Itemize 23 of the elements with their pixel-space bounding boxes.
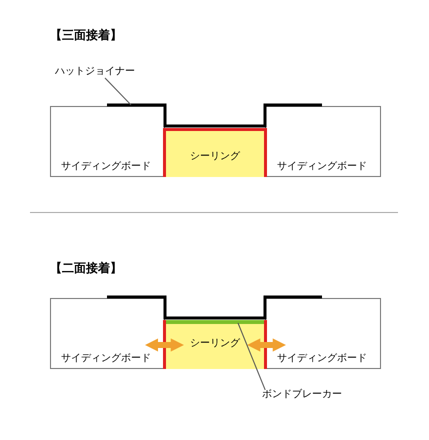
hat-joiner-profile [107,104,322,128]
siding-board [50,106,165,177]
section-heading: 【二面接着】 [50,262,122,274]
double-arrow [145,338,184,352]
sealant-label: シーリング [190,338,240,350]
sealant-label: シーリング [190,151,240,163]
board-label: サイディングボード [277,353,367,365]
hat-joiner-profile [107,296,322,320]
sealant-fill [163,128,267,177]
sealant-fill [163,320,267,369]
section-heading: 【三面接着】 [50,29,122,41]
board-label: サイディングボード [61,353,151,365]
leader-line [104,78,132,106]
siding-board [265,106,381,177]
board-label: サイディングボード [277,161,367,173]
callout-label: ハットジョイナー [55,66,135,78]
double-arrow [247,338,286,352]
board-label: サイディングボード [61,161,151,173]
callout-label: ボンドブレーカー [262,389,342,401]
siding-board [265,298,381,369]
leader-line [238,322,266,390]
siding-board [50,298,165,369]
bond-breaker-strip [166,320,264,324]
